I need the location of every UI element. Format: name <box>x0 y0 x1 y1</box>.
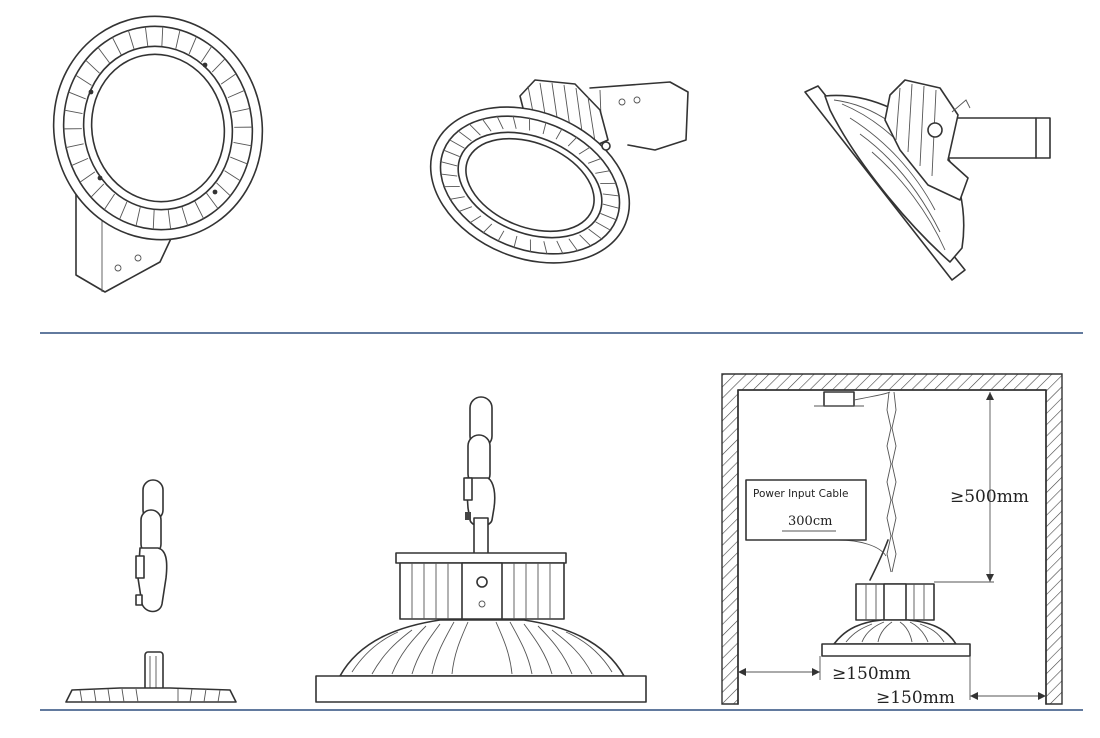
side-clearance-right-label: ≥150mm <box>876 688 955 708</box>
fixture-hanging-elevation <box>315 396 647 703</box>
installation-diagram: Power Input Cable 300cm ≥500mm ≥150mm ≥1… <box>721 373 1063 708</box>
cable-length: 300cm <box>788 514 832 529</box>
ceiling-clearance-label: ≥500mm <box>950 487 1029 507</box>
cable-label: Power Input Cable <box>753 488 848 500</box>
fixture-side-view <box>804 79 1051 281</box>
side-clearance-left-label: ≥150mm <box>832 664 911 684</box>
hanging-hook-detached <box>65 479 237 703</box>
cable-callout-box <box>745 479 867 541</box>
fixture-perspective-view <box>429 79 689 264</box>
fixture-front-view <box>52 15 264 293</box>
